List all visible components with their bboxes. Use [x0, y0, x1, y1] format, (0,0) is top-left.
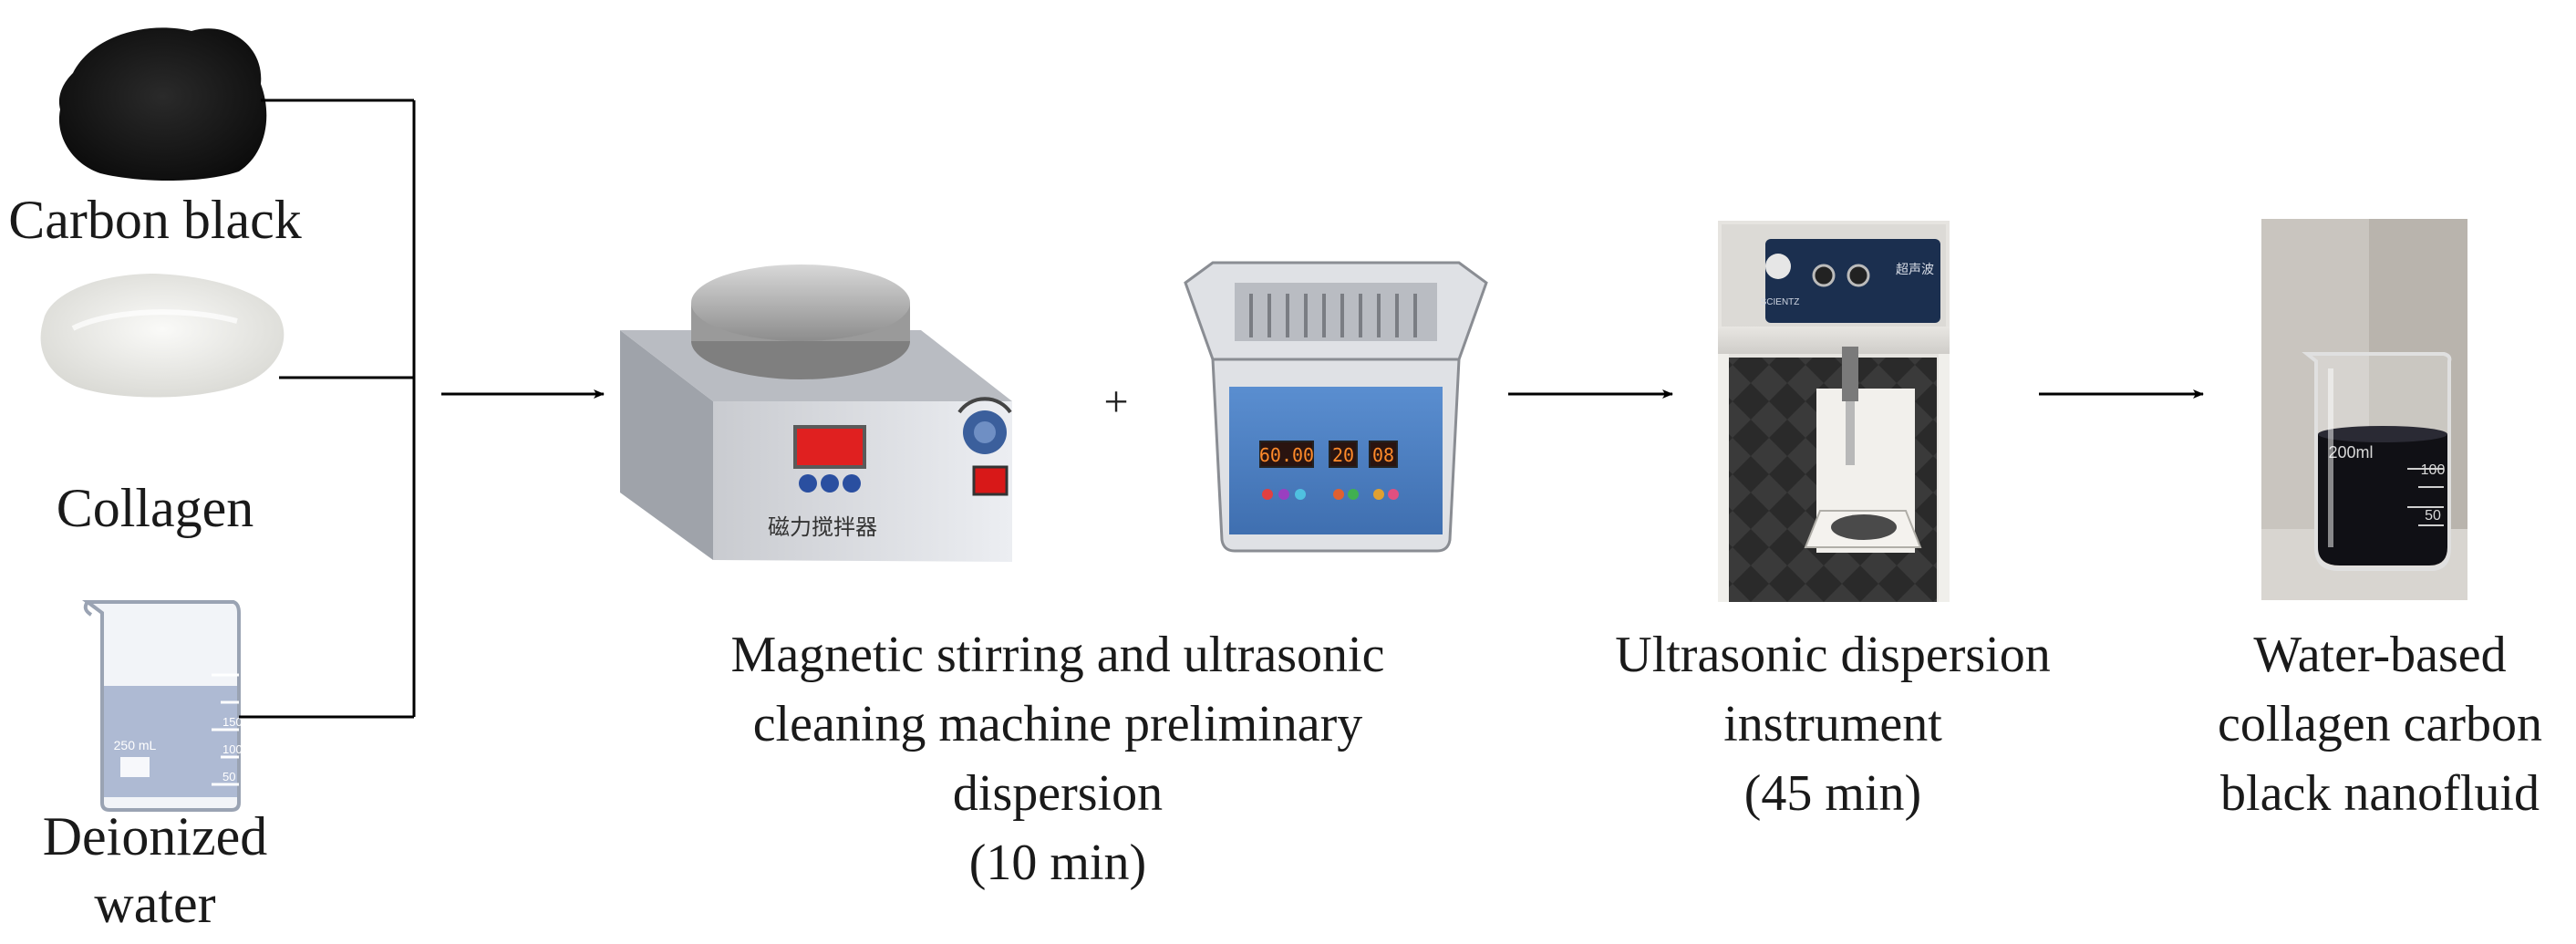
collagen-pile-icon	[40, 274, 284, 398]
step3-line1: Water-based	[2253, 627, 2507, 683]
cleaner-display-time: 08	[1372, 444, 1394, 466]
nanofluid-beaker-image: 200ml 100 50	[2261, 219, 2467, 600]
label-deionized-line2: water	[94, 874, 216, 934]
ultrasonic-dispersion-instrument-image: SCIENTZ 超声波	[1718, 221, 1950, 602]
step1-line2: cleaning machine preliminary	[752, 696, 1363, 752]
sonicator-brand: SCIENTZ	[1761, 297, 1800, 307]
label-step-nanofluid: Water-based collagen carbon black nanofl…	[2188, 620, 2571, 828]
plus-sign: +	[1103, 378, 1128, 426]
step2-line1: Ultrasonic dispersion	[1615, 627, 2051, 683]
magnetic-stirrer-icon: 磁力搅拌器	[620, 265, 1012, 562]
water-beaker-icon: 250 mL 150 100 50	[82, 600, 243, 812]
water-beaker-tick-150: 150	[222, 715, 243, 729]
step2-line2: instrument	[1723, 696, 1942, 752]
step1-line1: Magnetic stirring and ultrasonic	[730, 627, 1385, 683]
step1-line3: dispersion	[952, 765, 1164, 822]
water-beaker-tick-100: 100	[222, 742, 243, 756]
step3-line2: collagen carbon	[2217, 696, 2543, 752]
nanofluid-beaker-tick-100: 100	[2421, 462, 2446, 478]
step1-time: (10 min)	[968, 835, 1147, 891]
stirrer-panel-label: 磁力搅拌器	[768, 514, 877, 540]
carbon-black-pile-icon	[58, 27, 267, 181]
label-deionized-water: Deionized water	[0, 803, 310, 938]
sonicator-model-label: 超声波	[1896, 263, 1934, 277]
ultrasonic-cleaner-icon: 60.00 20 08	[1184, 261, 1488, 553]
label-step-preliminary-dispersion: Magnetic stirring and ultrasonic cleanin…	[620, 620, 1495, 897]
label-deionized-line1: Deionized	[42, 806, 268, 866]
label-carbon-black: Carbon black	[0, 186, 310, 254]
label-collagen: Collagen	[0, 474, 310, 542]
nanofluid-beaker-capacity: 200ml	[2328, 443, 2373, 462]
step2-time: (45 min)	[1743, 765, 1922, 822]
step3-line3: black nanofluid	[2220, 765, 2540, 822]
water-beaker-capacity: 250 mL	[114, 738, 157, 752]
nanofluid-beaker-tick-50: 50	[2425, 508, 2441, 524]
label-carbon-black-text: Carbon black	[8, 190, 302, 250]
cleaner-display-temp: 60.00	[1259, 444, 1314, 466]
input-bracket-connector	[239, 99, 416, 719]
label-collagen-text: Collagen	[56, 478, 254, 538]
cleaner-display-power: 20	[1332, 444, 1354, 466]
label-step-ultrasonic-dispersion: Ultrasonic dispersion instrument (45 min…	[1587, 620, 2079, 828]
water-beaker-tick-50: 50	[222, 770, 235, 783]
